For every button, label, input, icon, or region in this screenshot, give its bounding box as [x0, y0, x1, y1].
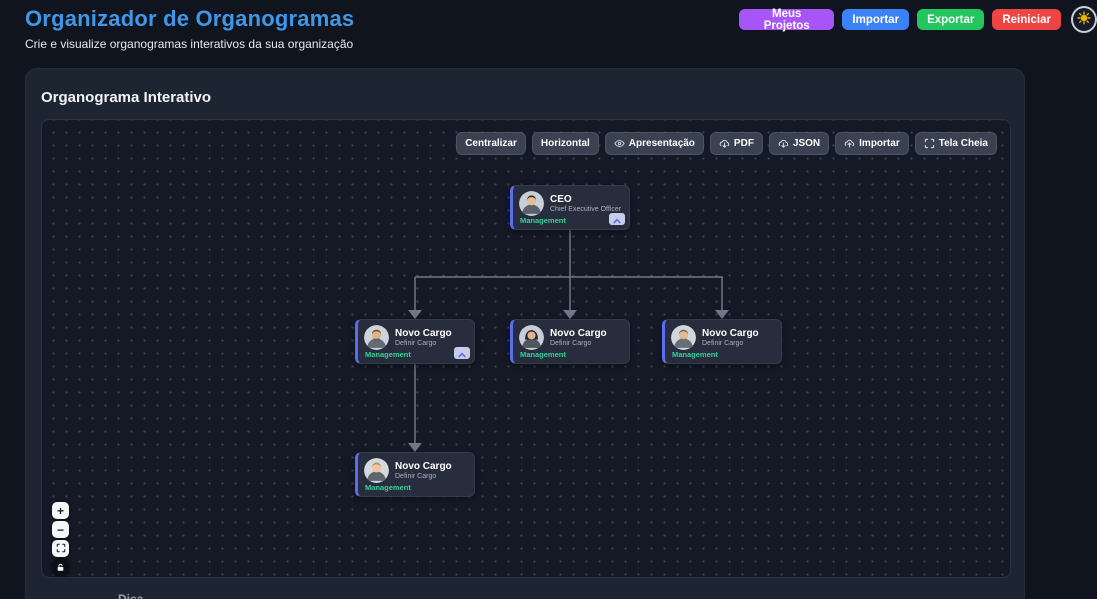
org-node-child-3[interactable]: Novo Cargo Definir Cargo Management [662, 319, 782, 364]
node-title: Novo Cargo [550, 328, 607, 339]
presentation-button[interactable]: Apresentação [604, 132, 704, 155]
org-chart-panel: Organograma Interativo Centralizar Horiz… [25, 68, 1025, 599]
horizontal-button[interactable]: Horizontal [531, 132, 599, 155]
collapse-button[interactable] [609, 213, 625, 225]
zoom-in-button[interactable]: + [52, 502, 69, 519]
centralize-button[interactable]: Centralizar [456, 132, 526, 155]
fullscreen-label: Tela Cheia [938, 138, 988, 149]
fit-view-button[interactable] [52, 540, 69, 557]
node-subtitle: Definir Cargo [550, 340, 592, 347]
minus-icon: − [56, 522, 64, 537]
json-button[interactable]: JSON [768, 132, 830, 155]
app-title: Organizador de Organogramas [25, 6, 355, 31]
org-node-child-1[interactable]: Novo Cargo Definir Cargo Management [355, 319, 475, 364]
plus-icon: + [56, 503, 64, 518]
avatar [519, 191, 544, 216]
chevron-up-icon [613, 212, 621, 227]
node-subtitle: Chief Executive Officer [550, 206, 622, 213]
eye-icon [614, 138, 625, 149]
fullscreen-icon [924, 138, 935, 149]
collapse-button[interactable] [454, 347, 470, 359]
node-department-tag: Management [365, 483, 411, 492]
import-canvas-label: Importar [859, 138, 900, 149]
avatar [671, 325, 696, 350]
node-title: Novo Cargo [395, 461, 452, 472]
canvas-toolbar: Centralizar Horizontal Apresentação [456, 132, 997, 155]
fullscreen-button[interactable]: Tela Cheia [914, 132, 997, 155]
fit-view-icon [56, 542, 66, 556]
node-department-tag: Management [520, 216, 566, 225]
node-department-tag: Management [365, 350, 411, 359]
pdf-button[interactable]: PDF [709, 132, 763, 155]
node-title: Novo Cargo [395, 328, 452, 339]
reset-button[interactable]: Reiniciar [992, 9, 1061, 30]
avatar [364, 325, 389, 350]
node-department-tag: Management [672, 350, 718, 359]
presentation-label: Apresentação [628, 138, 695, 149]
flow-canvas[interactable]: Centralizar Horizontal Apresentação [41, 119, 1011, 578]
theme-toggle-button[interactable] [1070, 6, 1097, 33]
node-title: CEO [550, 194, 572, 205]
horizontal-label: Horizontal [540, 138, 590, 149]
header-actions: Meus Projetos Importar Exportar Reinicia… [739, 6, 1097, 33]
export-button[interactable]: Exportar [917, 9, 985, 30]
org-node-grandchild-1[interactable]: Novo Cargo Definir Cargo Management [355, 452, 475, 497]
node-department-tag: Management [520, 350, 566, 359]
import-button[interactable]: Importar [842, 9, 910, 30]
flow-controls: + − [52, 502, 69, 576]
lock-toggle-button[interactable] [52, 559, 69, 576]
node-title: Novo Cargo [702, 328, 759, 339]
pdf-label: PDF [733, 138, 754, 149]
node-subtitle: Definir Cargo [395, 340, 437, 347]
import-canvas-button[interactable]: Importar [835, 132, 909, 155]
org-node-ceo[interactable]: CEO Chief Executive Officer Management [510, 185, 630, 230]
app-subtitle: Crie e visualize organogramas interativo… [25, 37, 354, 51]
lock-icon [56, 561, 65, 575]
json-label: JSON [792, 138, 821, 149]
upload-icon [844, 138, 855, 149]
node-subtitle: Definir Cargo [702, 340, 744, 347]
avatar [519, 325, 544, 350]
panel-title: Organograma Interativo [41, 89, 212, 106]
centralize-label: Centralizar [465, 138, 517, 149]
sun-icon [1077, 11, 1091, 28]
download-icon [778, 138, 789, 149]
footer-hint: Dica [118, 592, 144, 599]
download-icon [719, 138, 730, 149]
zoom-out-button[interactable]: − [52, 521, 69, 538]
org-node-child-2[interactable]: Novo Cargo Definir Cargo Management [510, 319, 630, 364]
node-subtitle: Definir Cargo [395, 473, 437, 480]
avatar [364, 458, 389, 483]
chevron-up-icon [458, 346, 466, 361]
my-projects-button[interactable]: Meus Projetos [739, 8, 835, 32]
